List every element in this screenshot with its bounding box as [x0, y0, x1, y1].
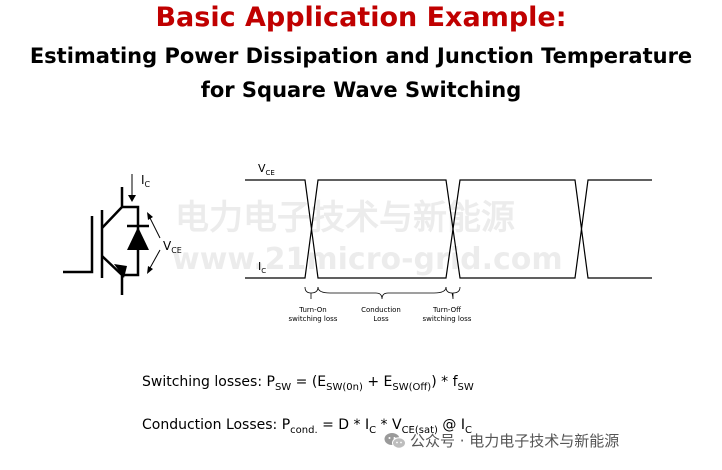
- conduction-bracket: [317, 286, 447, 300]
- ic-arrow-head: [128, 195, 136, 202]
- ic-waveform: [245, 179, 652, 279]
- conduction-label-1: Conduction: [361, 306, 401, 314]
- page-title: Basic Application Example:: [155, 2, 567, 33]
- ic-label: IC: [141, 173, 151, 189]
- conduction-label-2: Loss: [373, 315, 389, 323]
- vce-arrow-top-head: [147, 212, 153, 220]
- subtitle-line-1: Estimating Power Dissipation and Junctio…: [29, 44, 693, 68]
- emitter-arrow: [114, 264, 127, 278]
- wechat-icon: [384, 432, 406, 450]
- vce-arrow-top: [149, 217, 161, 239]
- wave-ic-label: IC: [258, 260, 266, 275]
- diode-triangle: [127, 227, 149, 250]
- turn-off-label-1: Turn-Off: [432, 306, 461, 314]
- footer-text: 公众号 · 电力电子技术与新能源: [410, 432, 620, 450]
- turn-on-label-2: switching loss: [289, 315, 338, 323]
- turn-on-label-1: Turn-On: [298, 306, 327, 314]
- wave-vce-label: VCE: [258, 162, 275, 177]
- watermark-line-2: www.21micro-grid.com: [172, 242, 563, 277]
- watermark-line-1: 电力电子技术与新能源: [175, 198, 515, 238]
- vce-arrow-bottom: [149, 249, 161, 269]
- conduction-loss-formula: Conduction Losses: Pcond. = D * IC * VCE…: [142, 417, 472, 436]
- turn-on-bracket: [304, 286, 319, 299]
- turn-off-bracket: [445, 286, 461, 300]
- switching-loss-formula: Switching losses: PSW = (ESW(0n) + ESW(O…: [142, 374, 474, 393]
- vce-label: VCE: [163, 239, 182, 255]
- emitter-lead: [101, 255, 124, 295]
- turn-off-label-2: switching loss: [423, 315, 472, 323]
- gate-lead: [63, 216, 94, 274]
- vce-arrow-bottom-head: [147, 266, 153, 274]
- collector-lead: [101, 187, 124, 229]
- subtitle-line-2: for Square Wave Switching: [200, 78, 522, 102]
- footer-account: 公众号 · 电力电子技术与新能源: [384, 430, 619, 451]
